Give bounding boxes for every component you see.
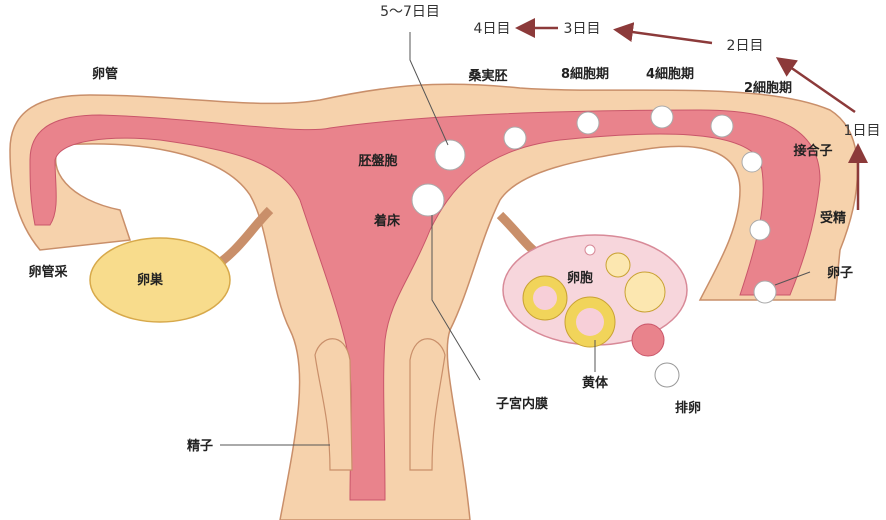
cell-8 <box>576 111 600 135</box>
label-zygote: 接合子 <box>793 143 832 159</box>
label-2-cell: 2細胞期 <box>744 80 792 96</box>
cervix <box>314 338 446 471</box>
ovary-left <box>89 237 231 323</box>
egg-fertilized <box>749 219 771 241</box>
morula <box>503 126 527 150</box>
label-ovary: 卵巣 <box>137 272 164 288</box>
zygote-cell <box>741 151 763 173</box>
corpus-luteum-core2 <box>576 308 604 336</box>
leader-lines <box>220 32 811 446</box>
label-implantation: 着床 <box>373 213 401 229</box>
follicle-medium <box>605 252 631 278</box>
day-1: 1日目 <box>844 123 881 139</box>
blastocyst <box>434 139 466 171</box>
label-egg: 卵子 <box>827 265 853 281</box>
cell-2 <box>710 114 734 138</box>
day-4: 4日目 <box>474 21 511 37</box>
label-morula: 桑実胚 <box>467 68 507 84</box>
ovulating-follicle <box>631 323 665 357</box>
cell-4 <box>650 105 674 129</box>
day-2: 2日目 <box>727 38 764 54</box>
egg-cell <box>753 280 777 304</box>
label-follicle: 卵胞 <box>567 270 593 286</box>
follicle-small <box>584 244 596 256</box>
embryo-stages <box>411 105 777 304</box>
ovulated-egg <box>654 362 680 388</box>
label-sperm: 精子 <box>187 438 213 454</box>
label-corpus-luteum: 黄体 <box>582 375 609 391</box>
label-8-cell: 8細胞期 <box>561 66 609 82</box>
day-3: 3日目 <box>564 21 601 37</box>
label-fimbriae: 卵管采 <box>28 264 68 280</box>
day-arrows <box>515 18 868 210</box>
label-fertilization: 受精 <box>820 210 846 226</box>
label-blastocyst: 胚盤胞 <box>358 153 397 169</box>
label-4-cell: 4細胞期 <box>646 66 694 82</box>
label-ovulation: 排卵 <box>675 400 701 416</box>
follicle-large <box>624 271 666 313</box>
implanted-embryo <box>411 183 445 217</box>
label-oviduct: 卵管 <box>92 66 118 82</box>
day-5-7: 5〜7日目 <box>380 4 440 20</box>
corpus-luteum-core <box>533 286 557 310</box>
label-endometrium: 子宮内膜 <box>496 396 548 412</box>
